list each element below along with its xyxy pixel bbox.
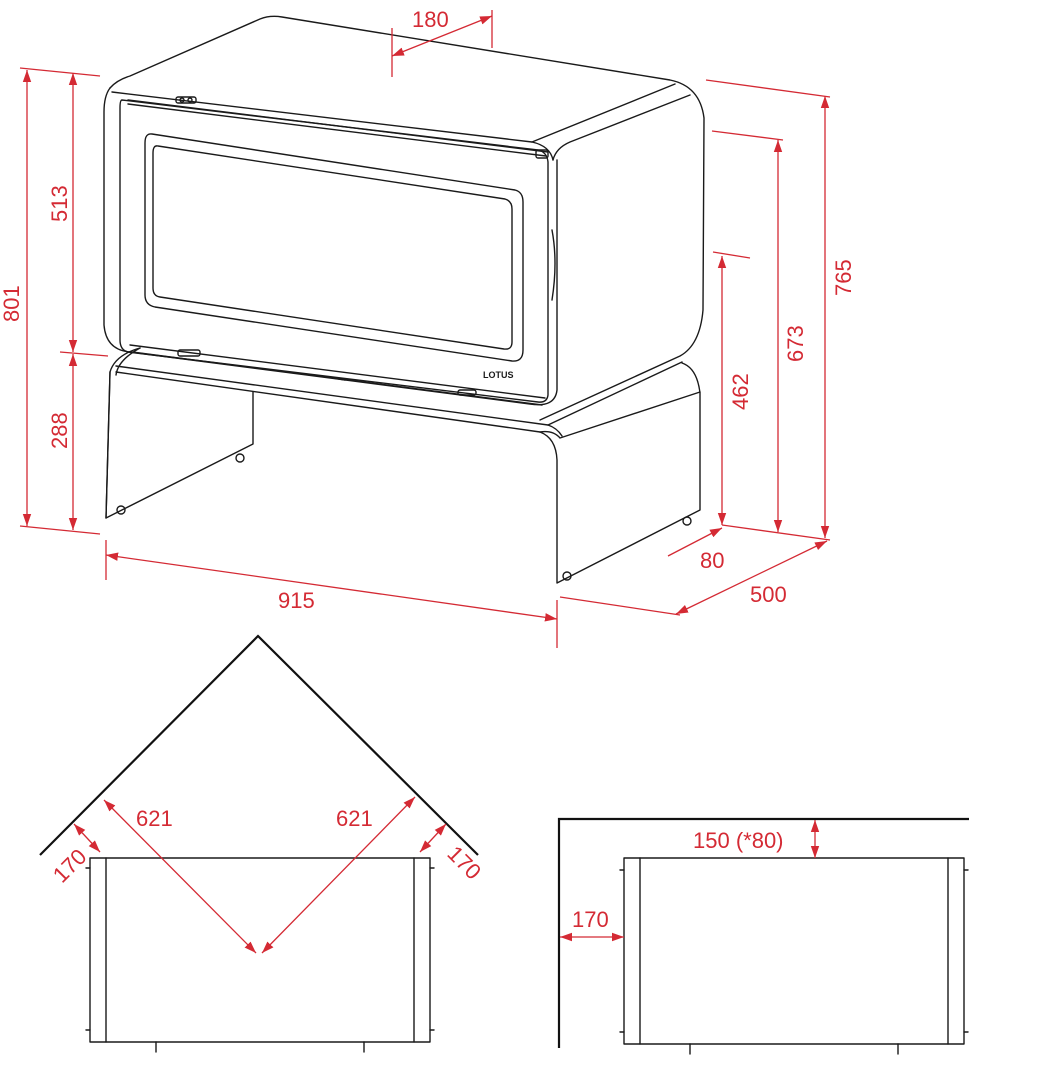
wall-plan-view: 150 (*80) 170 <box>557 817 969 1055</box>
wall-corner <box>557 817 969 1048</box>
dim-621-left-line <box>103 799 257 954</box>
dim-ext-bottom-left <box>19 525 101 535</box>
stove-right-side-curve <box>552 94 691 161</box>
stove-top-handle-icon <box>175 96 197 104</box>
dim-621-right-line <box>261 796 416 954</box>
dim-170-right-line <box>419 823 447 853</box>
dim-765-label: 765 <box>831 259 856 296</box>
dim-base-ext-left <box>559 596 681 616</box>
stove-right-hinge-icon <box>535 149 549 159</box>
stove-perspective-view: LOTUS <box>103 15 705 584</box>
stove-top-rail <box>127 99 549 157</box>
stove-glass-window <box>152 145 513 350</box>
dim-462-label: 462 <box>728 373 753 410</box>
stand-left-leg <box>105 371 111 519</box>
corner-walls <box>39 634 479 856</box>
dim-288-label: 288 <box>47 412 72 449</box>
dim-base-ext-right <box>721 524 831 541</box>
dim-915-label: 915 <box>278 588 315 613</box>
dim-180-label: 180 <box>412 7 449 32</box>
dim-ext-mid-left <box>59 351 109 357</box>
dim-673-label: 673 <box>783 325 808 362</box>
stand-right-side-top <box>547 361 683 426</box>
stove-door-frame <box>144 133 524 362</box>
dim-170-left-label: 170 <box>48 844 92 888</box>
dim-621-left-label: 621 <box>136 806 173 831</box>
dim-150-label: 150 (*80) <box>693 828 784 853</box>
stove-top-outline <box>109 15 705 421</box>
dim-915-line <box>105 552 558 622</box>
dim-ext-462-top <box>712 251 751 259</box>
stove-front-outer-frame <box>103 87 558 406</box>
dim-170-right-label: 170 <box>442 841 486 885</box>
stove-bottom-knob-icon <box>177 349 477 396</box>
dim-513-label: 513 <box>47 185 72 222</box>
stove-right-front-bend <box>531 83 676 143</box>
dim-ext-top-left <box>19 67 101 77</box>
dim-500-line <box>675 540 828 615</box>
stove-side-handle <box>551 229 556 301</box>
brand-logo: LOTUS <box>483 370 514 380</box>
dim-180-line <box>391 15 493 57</box>
stand-front-top-edge <box>115 347 701 584</box>
stand-right-inner-bend <box>539 391 701 439</box>
dim-170-side-label: 170 <box>572 907 609 932</box>
stand-feet <box>116 453 692 581</box>
corner-plan-view: 621 621 170 170 <box>39 634 486 1053</box>
dim-80-label: 80 <box>700 548 724 573</box>
wall-stove-body <box>619 857 969 1055</box>
dim-170-left-line <box>73 823 101 853</box>
dim-500-label: 500 <box>750 582 787 607</box>
dim-ext-765-top <box>705 79 831 98</box>
dim-801-label: 801 <box>0 285 24 322</box>
dim-ext-673-top <box>711 130 784 141</box>
corner-stove-body <box>85 857 435 1053</box>
dim-621-right-label: 621 <box>336 806 373 831</box>
elevation-dimensions: 180 801 513 288 915 765 673 462 80 <box>0 7 856 648</box>
